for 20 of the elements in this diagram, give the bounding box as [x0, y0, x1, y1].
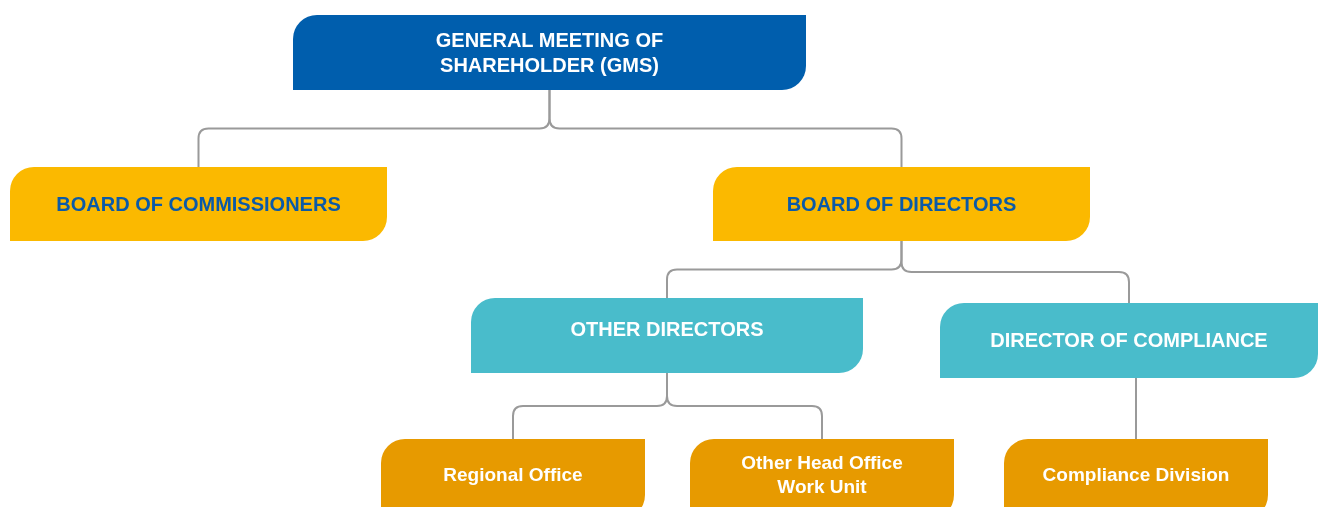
meeting-box [293, 15, 806, 90]
node-label: BOARD OF COMMISSIONERS [56, 191, 341, 217]
board-box [10, 167, 387, 241]
node-label: DIRECTOR OF COMPLIANCE [990, 328, 1268, 353]
node-label: GENERAL MEETING OF SHAREHOLDER (GMS) [434, 27, 665, 78]
director-box [940, 303, 1318, 378]
director-box [471, 298, 863, 373]
node-label: Compliance Division [1042, 463, 1230, 487]
node-label: Other Head Office Work Unit [740, 451, 904, 499]
connector-line [548, 89, 903, 168]
node-label: BOARD OF DIRECTORS [786, 191, 1017, 217]
unit-box [381, 439, 645, 507]
connector-line [666, 372, 823, 440]
node-label: Regional Office [443, 463, 583, 487]
unit-box [690, 439, 954, 507]
unit-box [1004, 439, 1268, 507]
connector-line [1135, 377, 1137, 440]
board-box [713, 167, 1090, 241]
node-label: OTHER DIRECTORS [570, 317, 764, 342]
connector-line [900, 240, 1130, 304]
